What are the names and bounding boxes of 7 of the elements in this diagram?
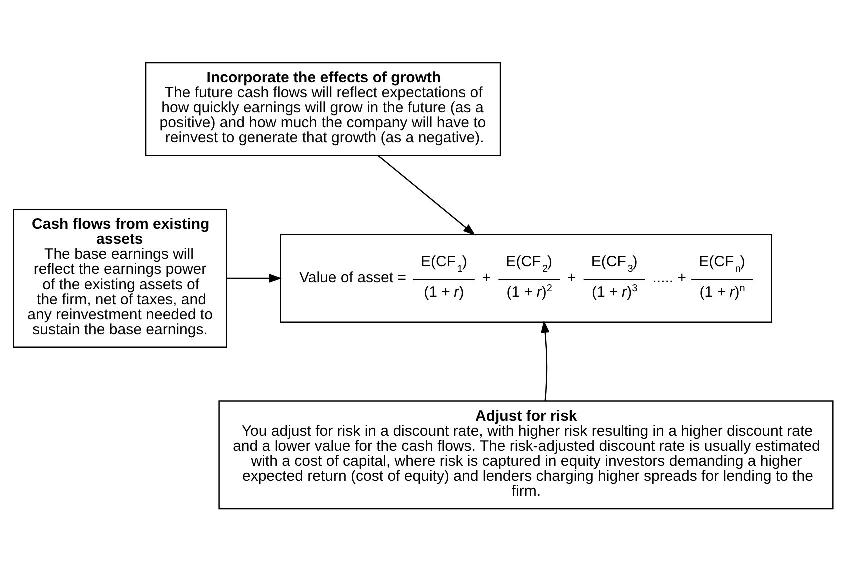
node-box: Cash flows from existing assets The base earnings will reflect the earnings power of the existing assets of the firm, net of taxes, and any reinvestment needed to sustain the base earnings. bbox=[13, 208, 228, 348]
node-box: Incorporate the effects of growth The future cash flows will reflect expectations of how quickly earnings will grow in the future (as a positive) and how much the company will have to reinvest to generate that growth (as a negative). bbox=[145, 62, 502, 156]
arrow bbox=[378, 155, 476, 236]
arrow bbox=[541, 320, 550, 401]
node-box: Adjust for risk You adjust for risk in a discount rate, with higher risk resulting in a higher discount rate and a lower value for the cash flows. The risk-adjusted discount rate is usually estimated with a cost of capital, where risk is captured in equity investors demanding a higher expected return (cost of equity) and lenders charging higher spreads for lending to the firm. bbox=[218, 400, 834, 510]
node-box: Value of asset = E(CF$_{1}$) (1 + r) + E(CF$_{2}$) (1 + r)$^{2}$ + E(CF$_{3}$) (1 + r)$^{3}$ ..... + E(CF$_{n}$) (1 + r)$^{n}$ bbox=[280, 234, 772, 322]
arrow bbox=[226, 274, 282, 282]
